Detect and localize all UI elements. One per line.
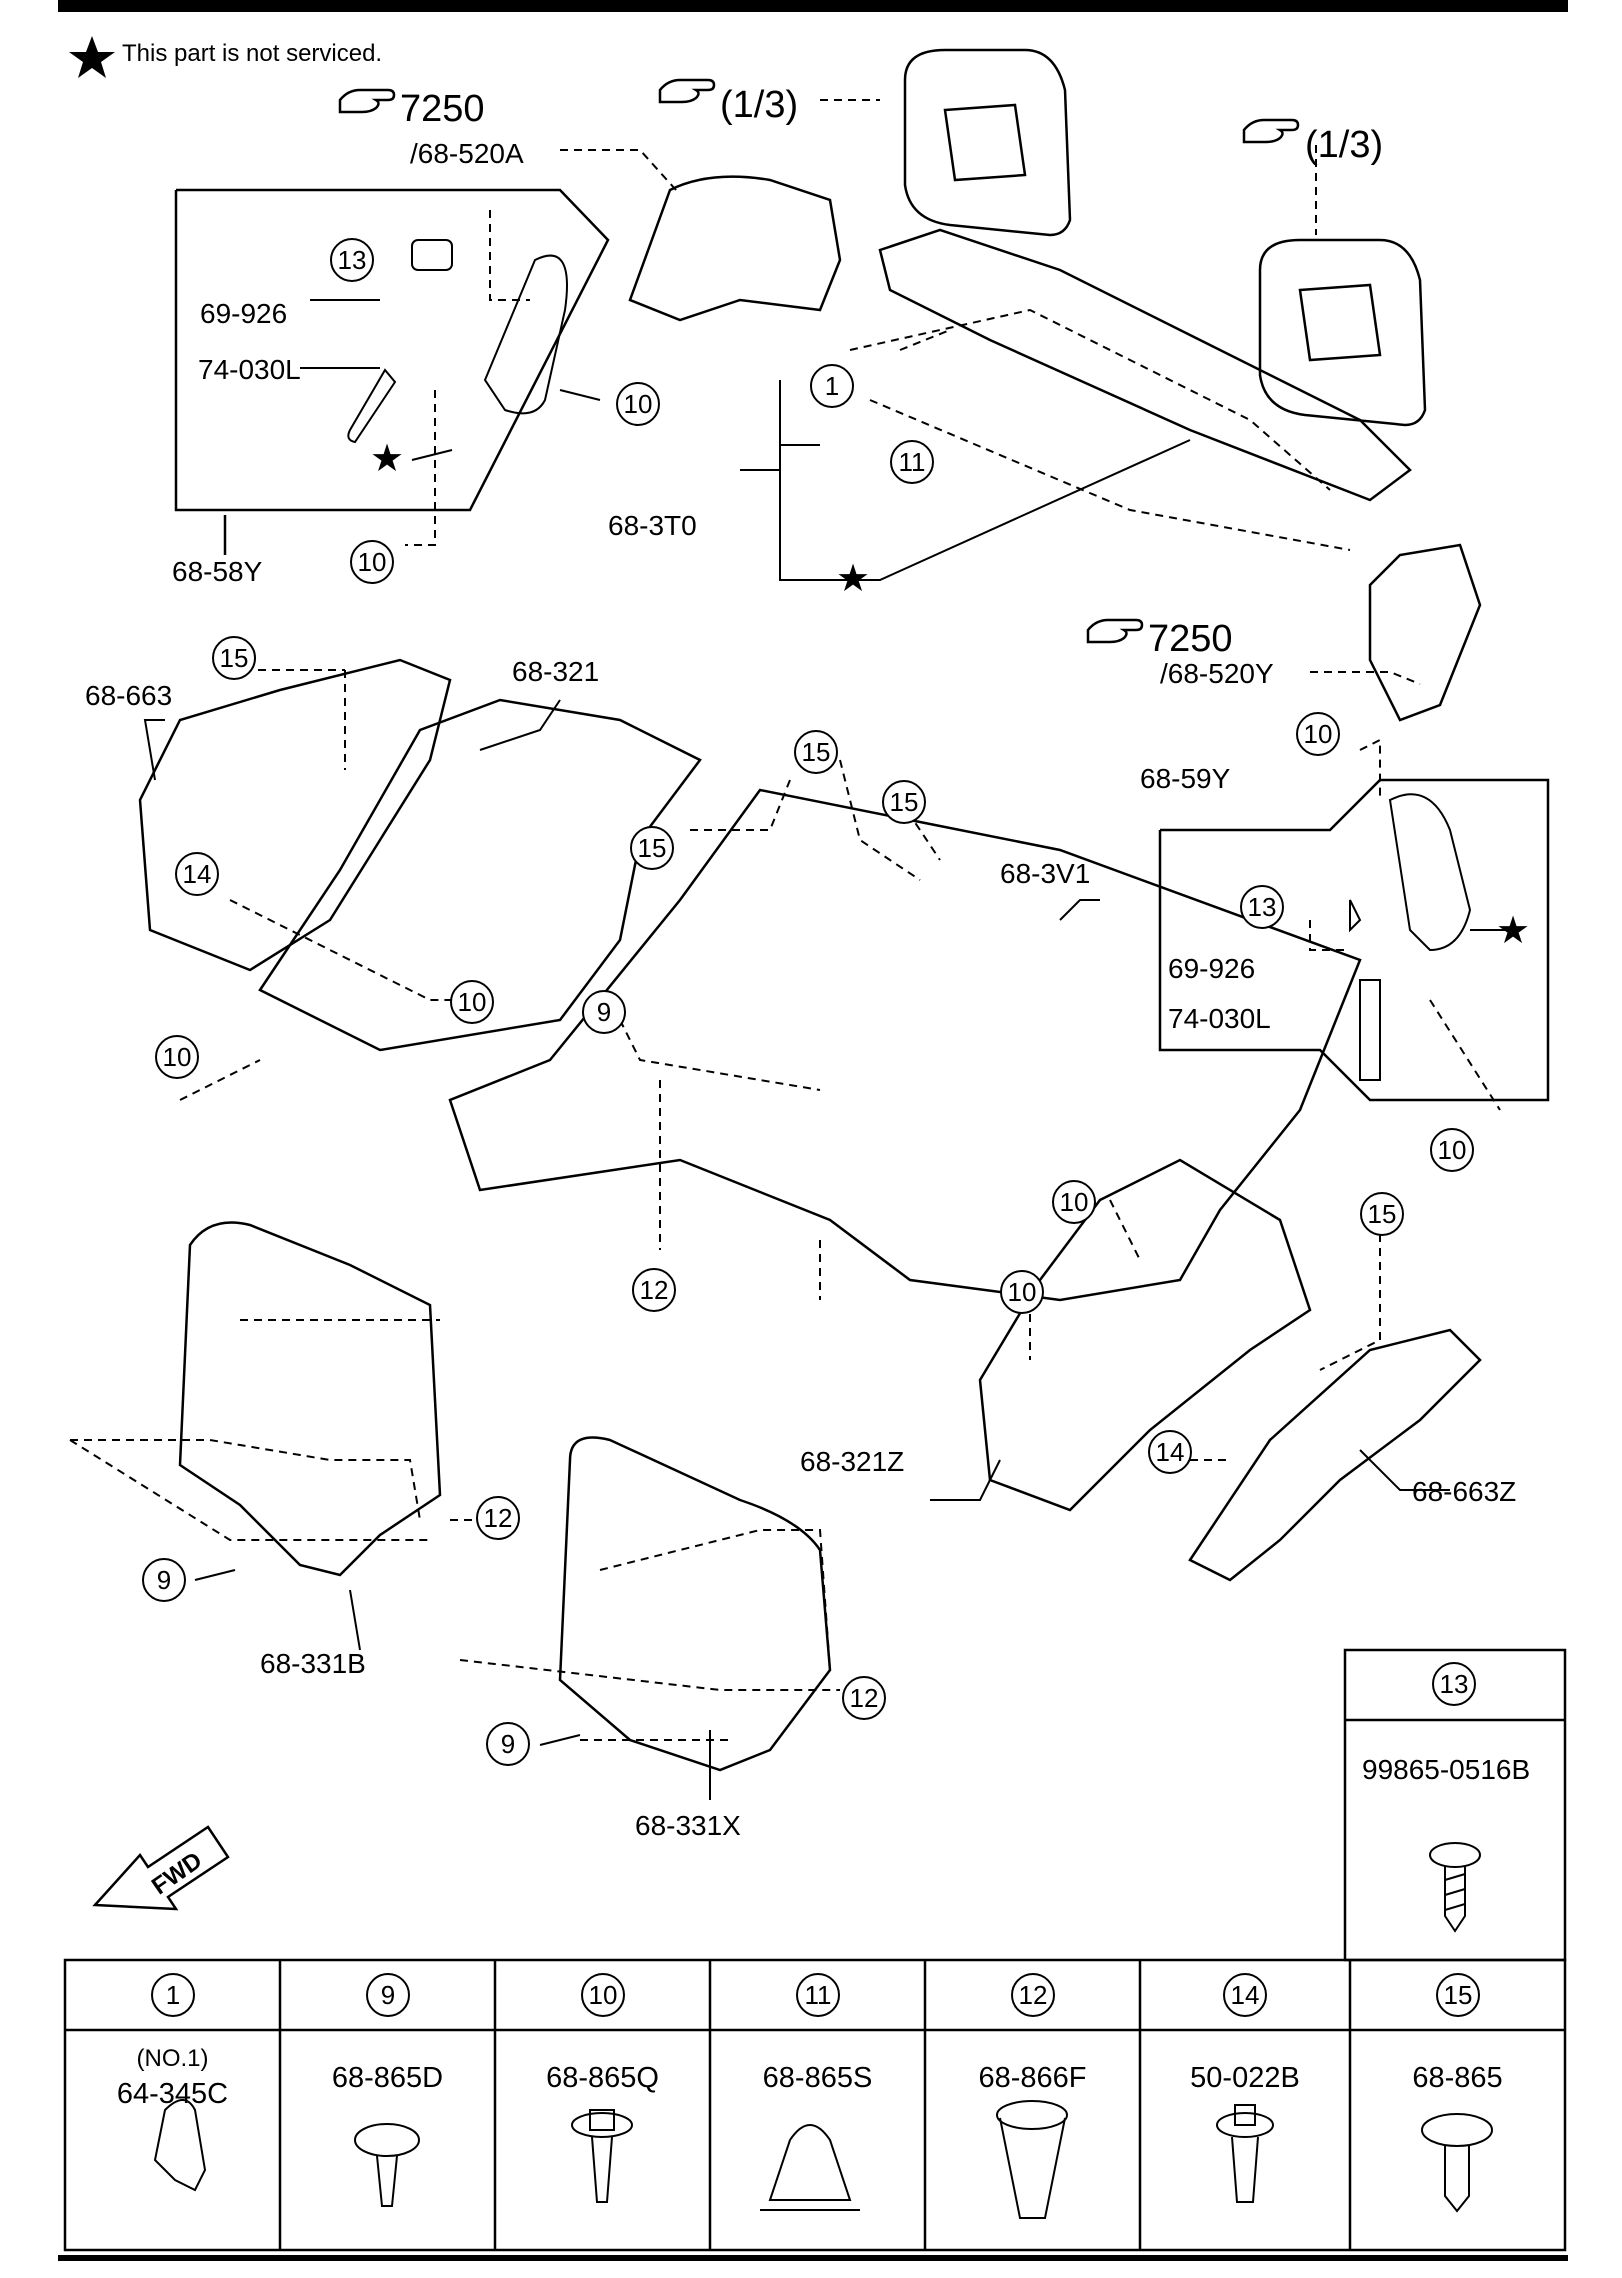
top-border xyxy=(58,0,1568,12)
label-68-59y: 68-59Y xyxy=(1140,763,1231,794)
table-part-9: 68-865D xyxy=(331,2062,444,2094)
screw-icon xyxy=(1429,1842,1481,1933)
callout-9: 9 xyxy=(142,1558,186,1602)
clip-icon xyxy=(153,2099,207,2192)
label-68-321z: 68-321Z xyxy=(800,1446,905,1477)
ref-7250-lower: 7250 xyxy=(1148,618,1233,660)
trunk-floor-trim xyxy=(448,788,1362,1302)
label-68-321: 68-321 xyxy=(512,656,600,687)
label-68-663: 68-663 xyxy=(85,680,173,711)
table-part-1: 64-345C xyxy=(116,2078,229,2110)
callout-1: 1 xyxy=(810,364,854,408)
table-callout-15: 15 xyxy=(1436,1973,1480,2017)
callout-12: 12 xyxy=(632,1268,676,1312)
table-part-14: 50-022B xyxy=(1190,2062,1300,2094)
ref-1-3-right: (1/3) xyxy=(1305,124,1384,166)
label-68-331x: 68-331X xyxy=(635,1810,741,1841)
detail-box-68-58y xyxy=(174,188,610,555)
clip-screw-icon xyxy=(1421,2113,1493,2213)
retainer-icon xyxy=(760,2124,860,2211)
quarter-trim-upper-left xyxy=(628,175,842,322)
push-pin-icon xyxy=(354,2123,420,2207)
insulator-panel-right xyxy=(558,1436,832,1772)
ref-68-520y: /68-520Y xyxy=(1160,658,1274,689)
callout-10: 10 xyxy=(1000,1270,1044,1314)
hand-pointer-icon xyxy=(338,78,1300,644)
label-69-926-right: 69-926 xyxy=(1168,953,1256,984)
side-trim-right xyxy=(978,1158,1312,1512)
callout-10: 10 xyxy=(1296,712,1340,756)
trim-clip-icon xyxy=(1216,2104,1274,2203)
label-68-58y: 68-58Y xyxy=(172,556,263,587)
insulator-panel-left xyxy=(178,1221,442,1577)
label-74-030l-left: 74-030L xyxy=(198,354,301,385)
fastener-table-grid xyxy=(63,1958,1567,2252)
screw-part-number: 99865-0516B xyxy=(1362,1754,1531,1785)
star-icon: ★ xyxy=(370,438,405,480)
side-trim-left xyxy=(258,698,702,1052)
label-68-3v1: 68-3V1 xyxy=(1000,858,1091,889)
fwd-arrow-icon xyxy=(92,1825,230,1911)
table-sub-1: (NO.1) xyxy=(136,2045,209,2072)
table-callout-1: 1 xyxy=(151,1973,195,2017)
table-callout-9: 9 xyxy=(366,1973,410,2017)
table-callout-11: 11 xyxy=(796,1973,840,2017)
callout-11: 11 xyxy=(890,440,934,484)
label-68-663z: 68-663Z xyxy=(1412,1476,1517,1507)
table-callout-10: 10 xyxy=(581,1973,625,2017)
wheelhouse-trim-left xyxy=(138,658,452,972)
callout-10: 10 xyxy=(350,540,394,584)
callout-14: 14 xyxy=(175,852,219,896)
detail-box-68-59y xyxy=(1158,778,1550,1102)
callout-15: 15 xyxy=(794,730,838,774)
label-69-926-left: 69-926 xyxy=(200,298,288,329)
ref-1-3-left: (1/3) xyxy=(720,84,799,126)
callout-9: 9 xyxy=(582,990,626,1034)
callout-15: 15 xyxy=(1360,1192,1404,1236)
callout-15: 15 xyxy=(882,780,926,824)
callout-10: 10 xyxy=(450,980,494,1024)
ref-68-520a: /68-520A xyxy=(410,138,524,169)
callout-10: 10 xyxy=(1430,1128,1474,1172)
ref-7250-upper: 7250 xyxy=(400,88,485,130)
star-icon: ★ xyxy=(836,558,871,600)
callout-10: 10 xyxy=(616,382,660,426)
callout-13: 13 xyxy=(1240,885,1284,929)
package-tray xyxy=(878,228,1412,502)
callout-10: 10 xyxy=(155,1035,199,1079)
bottom-border xyxy=(58,2255,1568,2261)
table-part-15: 68-865 xyxy=(1412,2062,1503,2094)
wheelhouse-trim-right xyxy=(1188,1328,1482,1582)
table-part-12: 68-866F xyxy=(978,2062,1087,2094)
not-serviced-note: This part is not serviced. xyxy=(122,40,383,67)
table-part-10: 68-865Q xyxy=(546,2062,659,2094)
star-icon: ★ xyxy=(1496,910,1531,952)
callout-14: 14 xyxy=(1148,1430,1192,1474)
table-callout-12: 12 xyxy=(1011,1973,1055,2017)
label-74-030l-right: 74-030L xyxy=(1168,1003,1271,1034)
callout-12: 12 xyxy=(476,1496,520,1540)
callout-13: 13 xyxy=(330,238,374,282)
callout-12: 12 xyxy=(842,1676,886,1720)
table-part-11: 68-865S xyxy=(762,2062,873,2094)
table-callout-14: 14 xyxy=(1223,1973,1267,2017)
push-rivet-icon xyxy=(571,2109,633,2203)
star-icon xyxy=(69,36,115,78)
label-68-331b: 68-331B xyxy=(260,1648,366,1679)
quarter-trim-right xyxy=(1368,543,1482,722)
callout-15: 15 xyxy=(630,826,674,870)
callout-15: 15 xyxy=(212,636,256,680)
callout-9: 9 xyxy=(486,1722,530,1766)
headrest-panels xyxy=(903,48,1427,427)
callout-10: 10 xyxy=(1052,1180,1096,1224)
label-68-3t0: 68-3T0 xyxy=(608,510,697,541)
plug-icon xyxy=(996,2100,1068,2219)
screw-callout: 13 xyxy=(1432,1662,1476,1706)
